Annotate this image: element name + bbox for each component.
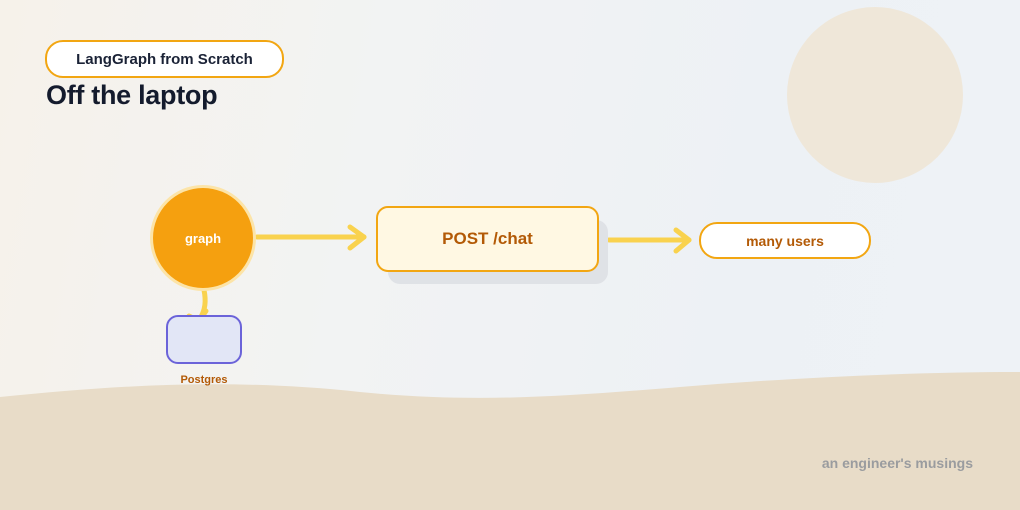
users-node: many users [699,222,871,259]
postgres-label: Postgres [180,374,228,386]
graph-node-label: graph [184,230,222,246]
users-label: many users [746,232,824,249]
series-tag-label: LangGraph from Scratch [76,50,253,68]
series-tag: LangGraph from Scratch [45,40,284,78]
graph-node: graph [153,188,253,288]
post-chat-node: POST /chat [376,206,599,272]
page-title: Off the laptop [46,80,218,110]
post-chat-label: POST /chat [442,229,533,248]
ground-hill [0,372,1020,510]
postgres-db-node [166,315,242,364]
footer-credit: an engineer's musings [821,455,973,471]
sun-circle [787,7,963,183]
